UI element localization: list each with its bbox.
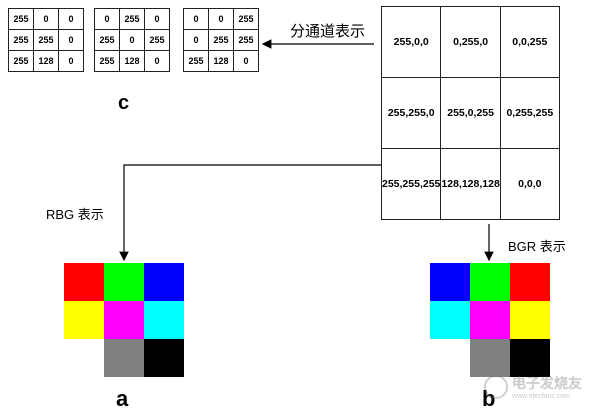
watermark-url: www.elecfans.com [512,393,570,400]
color-cell [510,339,550,377]
pixel-cell: 255,255,255 [380,148,442,220]
color-cell [470,339,510,377]
watermark-logo-icon [484,374,508,399]
matrix-cell: 0 [58,50,84,72]
color-cell [470,263,510,301]
pixel-cell: 0,255,0 [440,6,501,78]
matrix-cell: 0 [233,50,259,72]
matrix-cell: 255 [233,8,259,30]
pixel-cell: 255,255,0 [380,77,442,149]
matrix-cell: 0 [144,50,170,72]
color-cell [64,339,104,377]
color-swatch-a [64,263,184,377]
watermark: 电子发烧友 www.elecfans.com [484,373,582,400]
color-cell [64,263,104,301]
matrix-cell: 128 [33,50,59,72]
color-cell [510,301,550,339]
color-cell [430,263,470,301]
label-bgr: BGR 表示 [508,239,566,254]
color-cell [510,263,550,301]
pixel-cell: 128,128,128 [440,148,501,220]
color-cell [104,301,144,339]
color-cell [64,301,104,339]
color-swatch-b [430,263,550,377]
watermark-text: 电子发烧友 [512,375,582,391]
label-a: a [116,386,129,411]
matrix-cell: 255 [233,29,259,51]
pixel-cell: 0,0,255 [499,6,560,78]
label-rbg: RBG 表示 [46,207,104,222]
color-cell [470,301,510,339]
pixel-cell: 255,0,0 [380,6,442,78]
color-cell [144,301,184,339]
pixel-cell: 255,0,255 [440,77,501,149]
label-channel: 分通道表示 [290,23,366,40]
label-c: c [118,92,130,114]
pixel-cell: 0,255,255 [499,77,560,149]
color-cell [104,263,144,301]
arrow-to-rbg [119,164,381,262]
color-cell [430,339,470,377]
color-cell [144,263,184,301]
color-cell [430,301,470,339]
pixel-cell: 0,0,0 [499,148,560,220]
color-cell [104,339,144,377]
color-cell [144,339,184,377]
